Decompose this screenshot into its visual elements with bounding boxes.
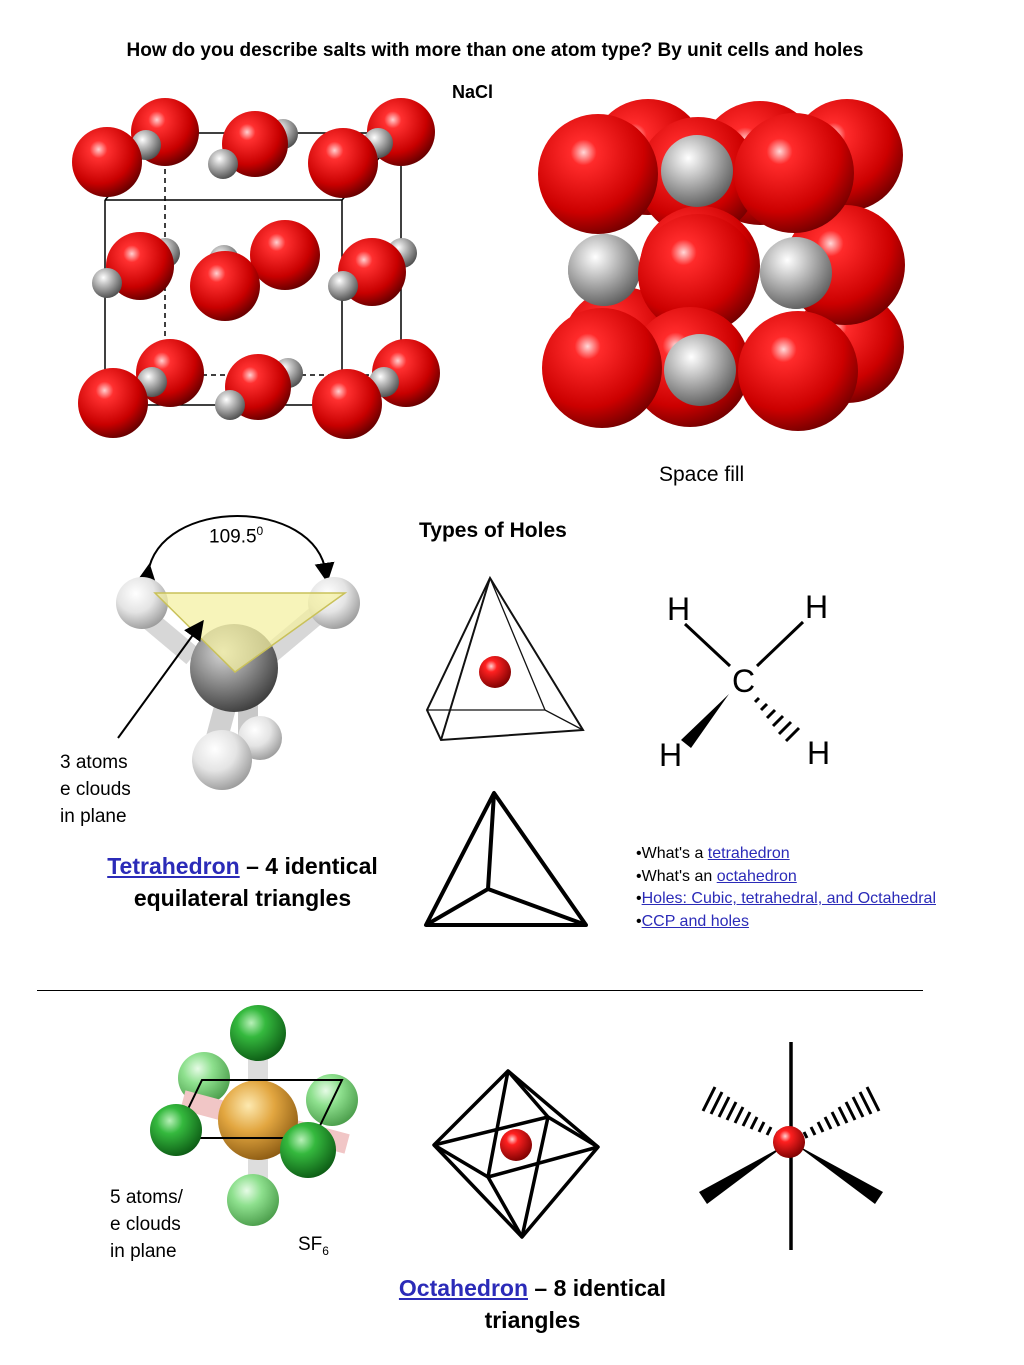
tetrahedron-caption: Tetrahedron – 4 identical equilateral tr… — [107, 853, 378, 911]
octahedron-link[interactable]: Octahedron — [398, 1275, 528, 1301]
cl-atom — [72, 127, 142, 197]
reference-links: •What's a tetrahedron •What's an octahed… — [636, 843, 936, 933]
octahedral-structure-diagram — [699, 1042, 883, 1250]
ccp-and-holes-link[interactable]: CCP and holes — [641, 912, 749, 930]
tetrahedral-molecule-model — [116, 515, 360, 790]
cl-atom — [250, 220, 320, 290]
sf6-formula: SF6 — [298, 1234, 329, 1258]
cl-atom — [78, 368, 148, 438]
octahedral-hole-diagram — [432, 1069, 600, 1239]
nacl-space-fill-diagram — [538, 99, 905, 431]
methane-c-label: C — [732, 663, 755, 699]
na-atom — [92, 268, 122, 298]
space-fill-label: Space fill — [659, 463, 745, 486]
whats-an-octahedron-link[interactable]: octahedron — [716, 867, 797, 885]
cl-atom — [222, 111, 288, 177]
methane-structure-diagram: H H C H H — [659, 589, 830, 773]
methane-h-label: H — [667, 591, 690, 627]
link-item: •Holes: Cubic, tetrahedral, and Octahedr… — [636, 890, 936, 907]
na-atom — [328, 271, 358, 301]
cl-atom — [190, 251, 260, 321]
compound-label: NaCl — [452, 82, 494, 102]
nacl-unit-cell-diagram — [72, 98, 440, 439]
methane-h-label: H — [659, 737, 682, 773]
cl-atom — [308, 128, 378, 198]
tetrahedron-link[interactable]: Tetrahedron — [107, 853, 240, 879]
octahedron-caption: Octahedron – 8 identical triangles — [398, 1275, 667, 1333]
page-title: How do you describe salts with more than… — [126, 40, 864, 61]
link-item: •CCP and holes — [636, 912, 749, 930]
tetrahedral-hole-diagram — [425, 575, 585, 742]
link-item: •What's a tetrahedron — [636, 845, 790, 862]
octa-plane-note: 5 atoms/ e clouds in plane — [110, 1187, 183, 1262]
methane-h-label: H — [807, 735, 830, 771]
section-divider — [37, 990, 923, 991]
na-atom — [215, 390, 245, 420]
bond-angle-label: 109.50 — [209, 524, 264, 548]
tetrahedron-wireframe — [424, 791, 588, 927]
cl-atom — [312, 369, 382, 439]
whats-a-tetrahedron-link[interactable]: tetrahedron — [707, 845, 790, 862]
na-atom — [208, 149, 238, 179]
methane-h-label: H — [805, 589, 828, 625]
holes-cubic-tetrahedral-octahedral-link[interactable]: Holes: Cubic, tetrahedral, and Octahedra… — [641, 890, 936, 907]
sf6-molecule-model — [150, 1005, 358, 1226]
tetra-plane-note: 3 atoms e clouds in plane — [60, 752, 131, 827]
link-item: •What's an octahedron — [636, 867, 797, 885]
cl-atom — [106, 232, 174, 300]
section-heading-types-of-holes: Types of Holes — [419, 519, 567, 542]
